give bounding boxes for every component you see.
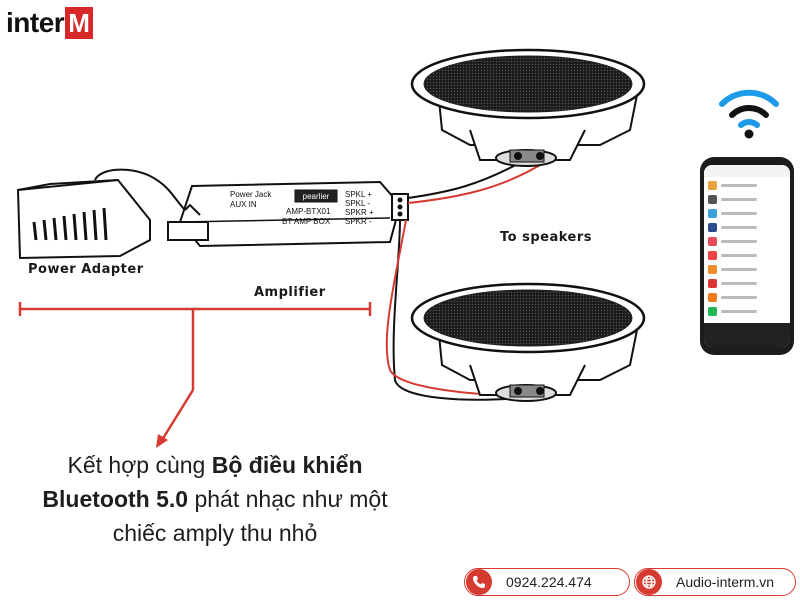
ceiling-speaker-top — [410, 48, 646, 167]
caption-part1: Kết hợp cùng — [67, 452, 212, 478]
caption-bold: Bộ điều khiển Bluetooth 5.0 — [42, 452, 363, 512]
amp-type: BT AMP BOX — [282, 217, 331, 226]
phone-contact[interactable]: 0924.224.474 — [464, 568, 630, 596]
smartphone — [700, 157, 794, 355]
amp-port-aux: AUX IN — [230, 200, 257, 209]
caption-part2: phát nhạc như một chiếc amply thu nhỏ — [112, 486, 388, 546]
ceiling-speaker-bottom — [410, 282, 646, 402]
amplifier-box: pearlier Power Jack AUX IN AMP-BTX01 BT … — [167, 180, 409, 248]
label-to-speakers: To speakers — [500, 230, 592, 245]
amp-brand: pearlier — [303, 192, 330, 201]
pointer-arrow-head — [156, 434, 168, 448]
label-amplifier: Amplifier — [254, 285, 326, 300]
logo-accent: M — [65, 7, 93, 39]
amp-out-3: SPKR + — [345, 208, 374, 217]
website-url: Audio-interm.vn — [676, 574, 775, 590]
amp-port-power: Power Jack — [230, 190, 272, 199]
logo-word: inter — [6, 7, 65, 38]
power-adapter — [16, 168, 186, 260]
label-power-adapter: Power Adapter — [28, 262, 144, 277]
caption-text: Kết hợp cùng Bộ điều khiển Bluetooth 5.0… — [20, 448, 410, 550]
amp-out-2: SPKL - — [345, 199, 370, 208]
phone-icon — [466, 569, 492, 595]
amp-out-1: SPKL + — [345, 190, 372, 199]
website-contact[interactable]: Audio-interm.vn — [634, 568, 796, 596]
globe-icon — [636, 569, 662, 595]
wifi-icon — [719, 89, 779, 139]
amplifier-bracket — [18, 302, 372, 441]
amp-out-4: SPKR - — [345, 217, 372, 226]
amp-model: AMP-BTX01 — [286, 207, 331, 216]
phone-number: 0924.224.474 — [506, 574, 592, 590]
phone-screen — [704, 165, 790, 347]
